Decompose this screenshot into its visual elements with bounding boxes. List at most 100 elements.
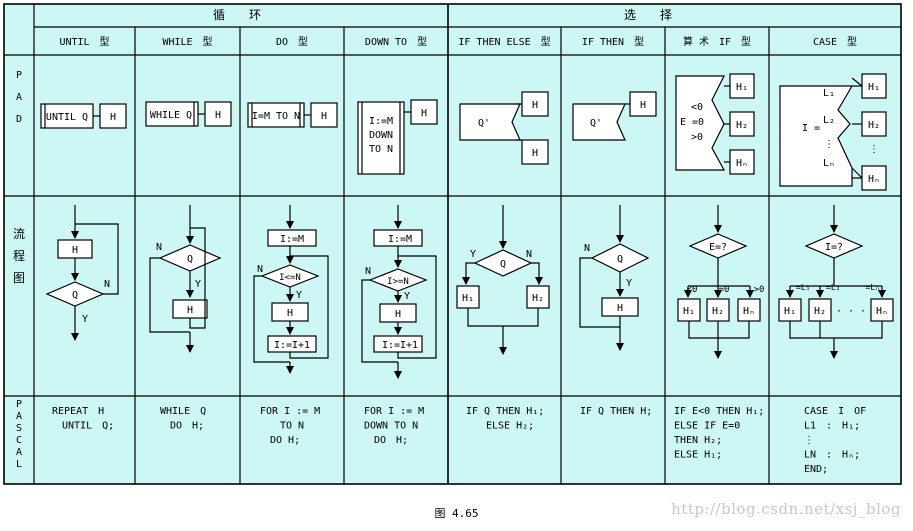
flow-do-assign: I:=M bbox=[280, 234, 304, 245]
pascal-line-7-4: END; bbox=[804, 464, 828, 475]
pad-while-label: WHILE Q bbox=[150, 110, 192, 121]
pad-row bbox=[40, 73, 887, 191]
group-select: 选 择 bbox=[624, 8, 672, 22]
flow-do-y: Y bbox=[296, 290, 302, 301]
pad-until bbox=[40, 103, 127, 129]
flow-case-l1: =L₁ bbox=[796, 283, 810, 292]
flow-downto-h: H bbox=[395, 309, 401, 320]
pad-ite-h-bottom: H bbox=[532, 148, 538, 159]
column-header-2: DO 型 bbox=[276, 35, 308, 48]
flow-it-h: H bbox=[617, 303, 623, 314]
pascal-line-3-2: DO H; bbox=[364, 435, 408, 446]
pad-case-l2: L₂ bbox=[823, 115, 835, 126]
flow-arith-eq: E=? bbox=[709, 242, 727, 253]
pascal-line-3-1: DOWN TO N bbox=[364, 421, 418, 432]
row-label-pascal-2: S bbox=[16, 423, 22, 434]
flow-while-n: N bbox=[156, 242, 162, 253]
pad-arith-hn: Hₙ bbox=[736, 158, 748, 169]
watermark: http://blog.csdn.net/xsj_blog bbox=[671, 500, 901, 518]
pad-arith-cond-3: >0 bbox=[691, 132, 703, 143]
pad-case-l1: L₁ bbox=[823, 88, 835, 99]
pad-ifthenelse bbox=[459, 91, 549, 165]
table-grid bbox=[3, 3, 902, 485]
row-label-flow-0: 流 bbox=[13, 227, 25, 241]
pad-downto-line2: DOWN bbox=[369, 130, 393, 141]
pascal-line-6-3: ELSE H₁; bbox=[674, 450, 722, 461]
pad-it-h: H bbox=[640, 100, 646, 111]
pascal-line-7-2: ⋮ bbox=[804, 435, 814, 446]
row-label-pascal-3: C bbox=[16, 435, 22, 446]
flow-ifthen bbox=[579, 205, 650, 351]
flow-case-dots: · · · bbox=[836, 306, 866, 317]
flow-do-cond: I<=N bbox=[279, 273, 301, 283]
pad-while bbox=[145, 101, 232, 127]
pascal-line-1-1: DO H; bbox=[160, 421, 204, 432]
pad-case bbox=[779, 73, 887, 191]
flow-arith-lt: <0 bbox=[687, 285, 698, 295]
column-header-1: WHILE 型 bbox=[162, 35, 212, 48]
flow-downto-cond: I>=N bbox=[387, 277, 409, 287]
row-label-pad-1: A bbox=[16, 92, 22, 103]
flow-do bbox=[253, 205, 329, 374]
row-label-pad-0: P bbox=[16, 70, 22, 81]
row-label-flow-2: 图 bbox=[13, 271, 25, 285]
pascal-line-2-1: TO N bbox=[260, 421, 304, 432]
flow-while-q: Q bbox=[187, 254, 193, 265]
column-header-5: IF THEN 型 bbox=[582, 35, 644, 48]
pascal-line-7-1: L1 : H₁; bbox=[804, 421, 860, 432]
flow-do-n: N bbox=[257, 264, 263, 275]
flow-until-n: N bbox=[104, 279, 110, 290]
pad-case-ln: Lₙ bbox=[823, 158, 835, 169]
flow-it-y: Y bbox=[626, 278, 632, 289]
flow-case-h1: H₁ bbox=[784, 306, 796, 317]
pad-arith-h1: H₁ bbox=[736, 82, 748, 93]
flow-ite-q: Q bbox=[500, 259, 506, 270]
flow-until-q: Q bbox=[72, 290, 78, 301]
flow-case-ln: =Lₙ bbox=[866, 283, 880, 292]
pad-until-h: H bbox=[110, 112, 116, 123]
flow-arith-h2: H₂ bbox=[712, 306, 724, 317]
pascal-line-0-0: REPEAT H bbox=[52, 406, 104, 417]
column-header-7: CASE 型 bbox=[813, 35, 857, 48]
flow-it-n: N bbox=[584, 243, 590, 254]
pad-do-h: H bbox=[321, 111, 327, 122]
pad-do bbox=[247, 102, 338, 128]
row-label-pascal-5: L bbox=[16, 459, 22, 470]
pascal-line-2-2: DO H; bbox=[260, 435, 300, 446]
pascal-line-2-0: FOR I := M bbox=[260, 406, 320, 417]
pascal-line-6-1: ELSE IF E=0 bbox=[674, 421, 740, 432]
pad-arith-cond-1: <0 bbox=[691, 102, 703, 113]
row-label-pascal-1: A bbox=[16, 411, 22, 422]
flow-arith-gt: >0 bbox=[754, 285, 765, 295]
flow-arith-eq0: =0 bbox=[719, 285, 730, 295]
pad-case-hdots: ⋮ bbox=[869, 144, 879, 155]
flow-ite-y: Y bbox=[470, 249, 476, 260]
flow-ifthenelse bbox=[456, 205, 550, 355]
column-header-6: 算 术 IF 型 bbox=[683, 35, 751, 48]
flow-until-h: H bbox=[72, 245, 78, 256]
pad-ite-q: Q' bbox=[478, 118, 490, 129]
flow-texts: H Q N Y Q N Y H I:=M I<=N N Y H I:=I+1 I… bbox=[72, 234, 888, 351]
figure-caption: 图 4.65 bbox=[434, 507, 479, 520]
column-header-0: UNTIL 型 bbox=[59, 35, 109, 48]
flow-while-h: H bbox=[187, 305, 193, 316]
column-header-3: DOWN TO 型 bbox=[365, 35, 427, 48]
pascal-line-6-2: THEN H₂; bbox=[674, 435, 722, 446]
row-label-flow-1: 程 bbox=[13, 248, 25, 263]
pad-case-i: I = bbox=[802, 123, 820, 134]
row-label-pad-2: D bbox=[16, 114, 22, 125]
flow-ite-h2: H₂ bbox=[532, 293, 544, 304]
pascal-line-4-0: IF Q THEN H₁; bbox=[466, 406, 544, 417]
flow-case-l2: =L₂ bbox=[826, 283, 840, 292]
flow-row bbox=[45, 205, 894, 379]
row-label-pascal-0: P bbox=[16, 399, 22, 410]
flow-it-q: Q bbox=[617, 254, 623, 265]
flow-arith-h1: H₁ bbox=[683, 306, 695, 317]
flow-ite-n: N bbox=[526, 249, 532, 260]
flow-downto-decr: I:=I+1 bbox=[382, 340, 418, 351]
pad-case-h1: H₁ bbox=[868, 82, 880, 93]
column-header-4: IF THEN ELSE 型 bbox=[458, 35, 550, 48]
pad-until-label: UNTIL Q bbox=[46, 112, 88, 123]
flow-ite-h1: H₁ bbox=[462, 293, 474, 304]
